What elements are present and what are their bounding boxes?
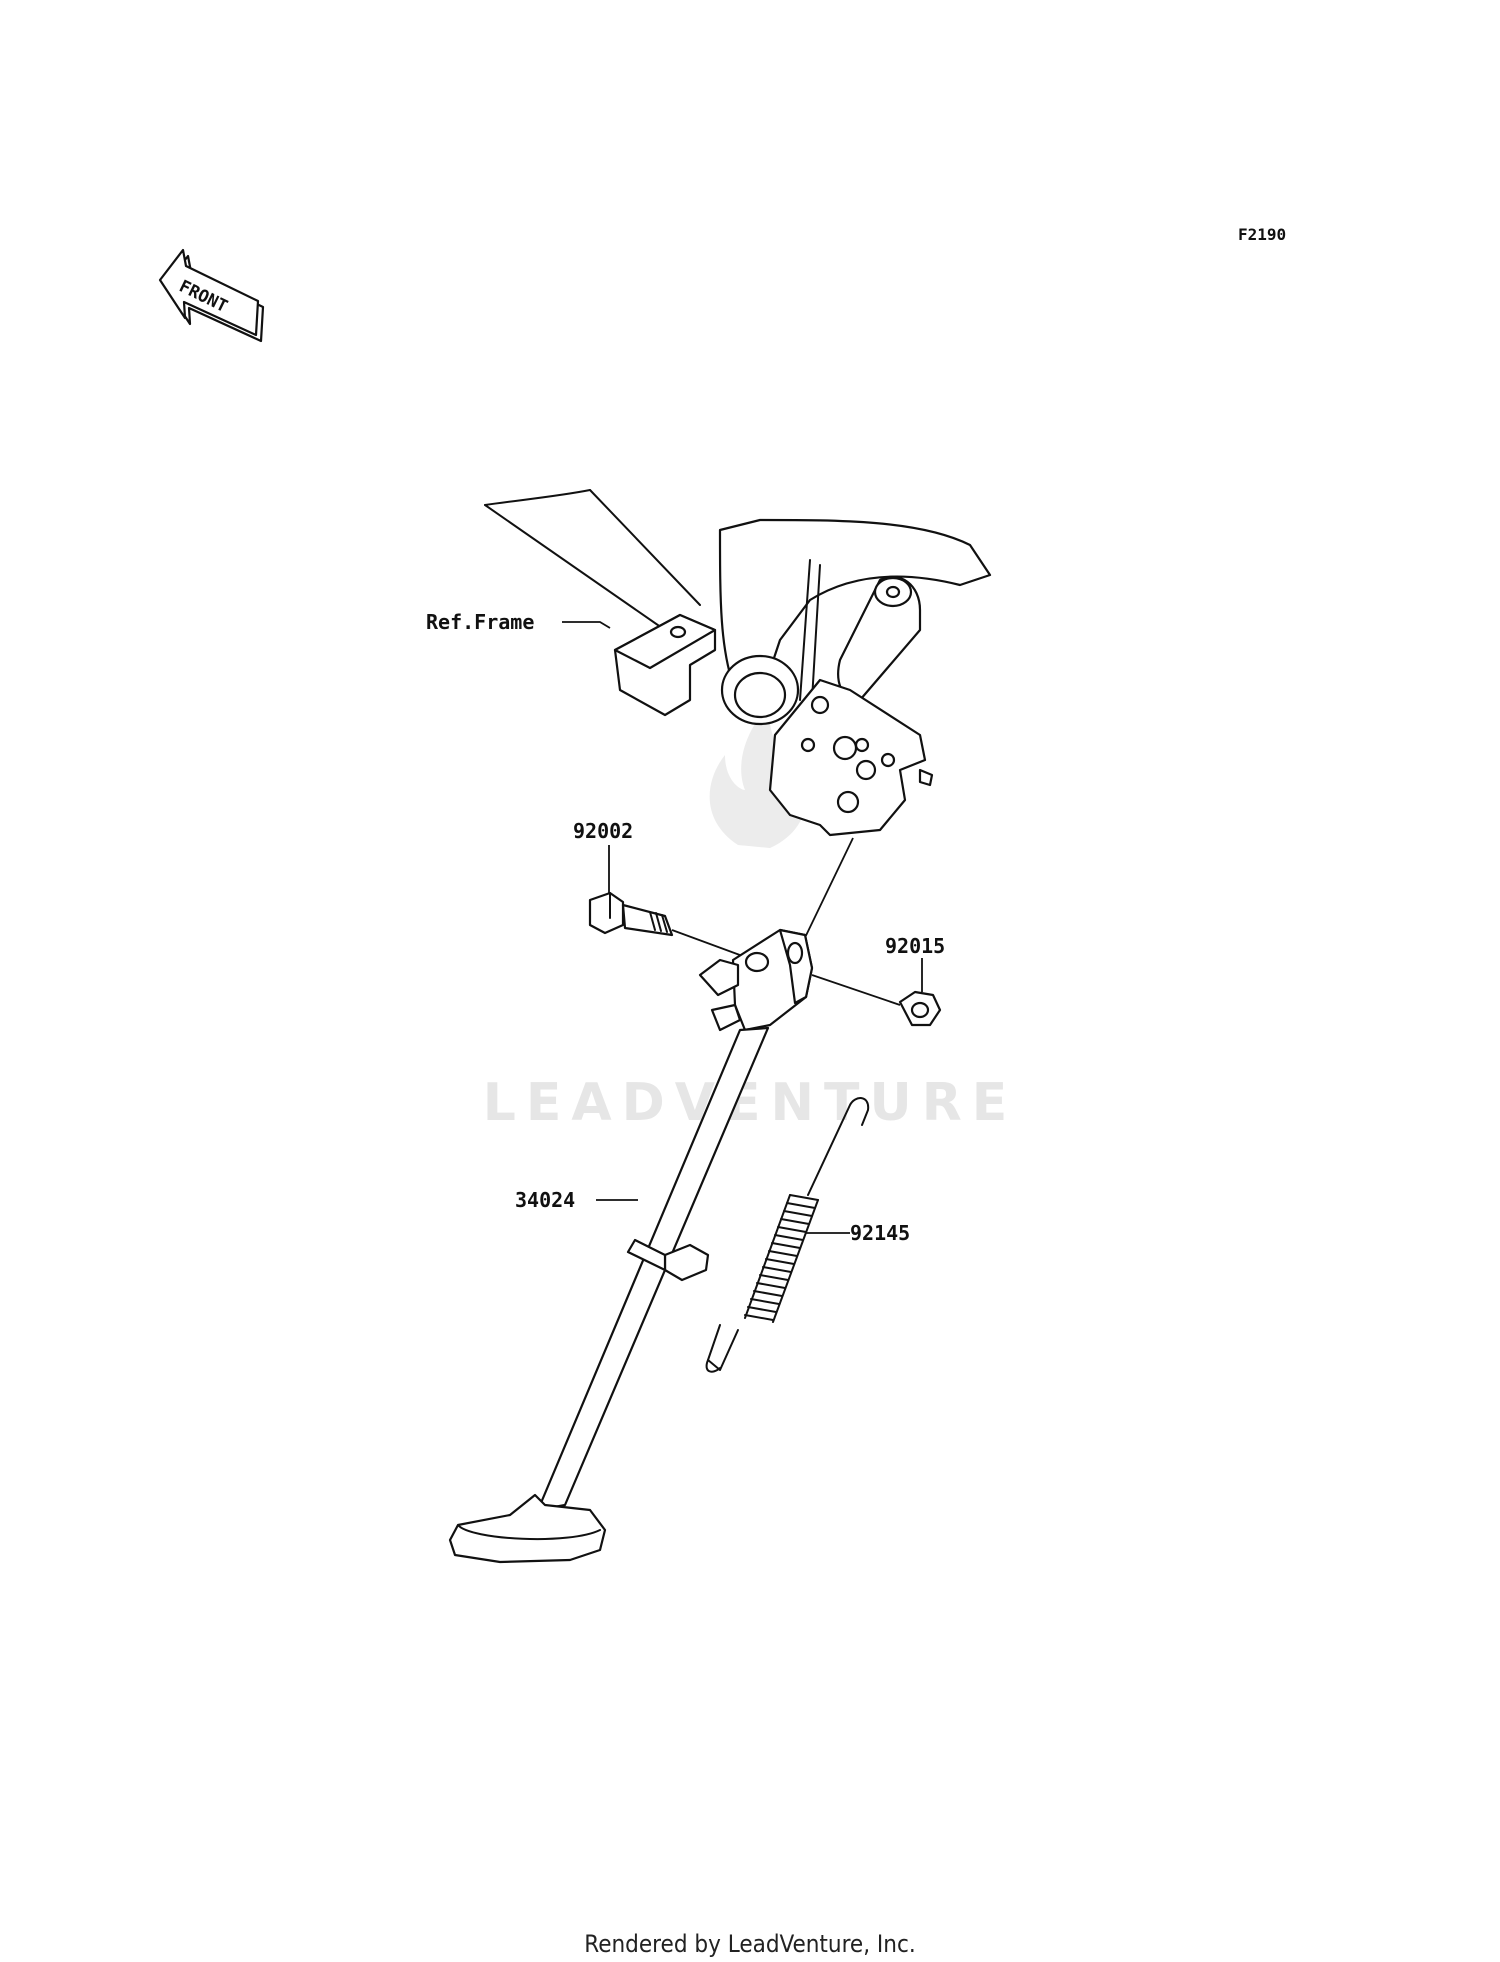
spring-pin [626,1238,710,1282]
leader-lines [562,621,923,1234]
callout-34024: 34024 [515,1188,575,1212]
assembly-line-bolt [671,929,749,959]
figure-code: F2190 [1238,225,1286,244]
stand-pivot [698,928,814,1032]
assembly-line-bracket [799,837,854,949]
bolt-92002 [588,891,674,937]
spring-coils [744,1194,819,1323]
spring-92145 [705,1097,870,1373]
front-arrow-icon: FRONT [158,248,265,343]
flame-logo-icon [709,705,808,848]
watermark-text: LEADVENTURE [483,1073,1018,1133]
side-stand-34024 [448,1026,770,1564]
callout-92145: 92145 [850,1221,910,1245]
assembly-line-nut [811,974,901,1006]
callout-92002: 92002 [573,819,633,843]
callout-ref-frame: Ref.Frame [426,610,534,634]
frame-assembly [484,489,992,837]
callout-92015: 92015 [885,934,945,958]
nut-92015 [898,990,942,1027]
footer-credit: Rendered by LeadVenture, Inc. [584,1930,916,1958]
